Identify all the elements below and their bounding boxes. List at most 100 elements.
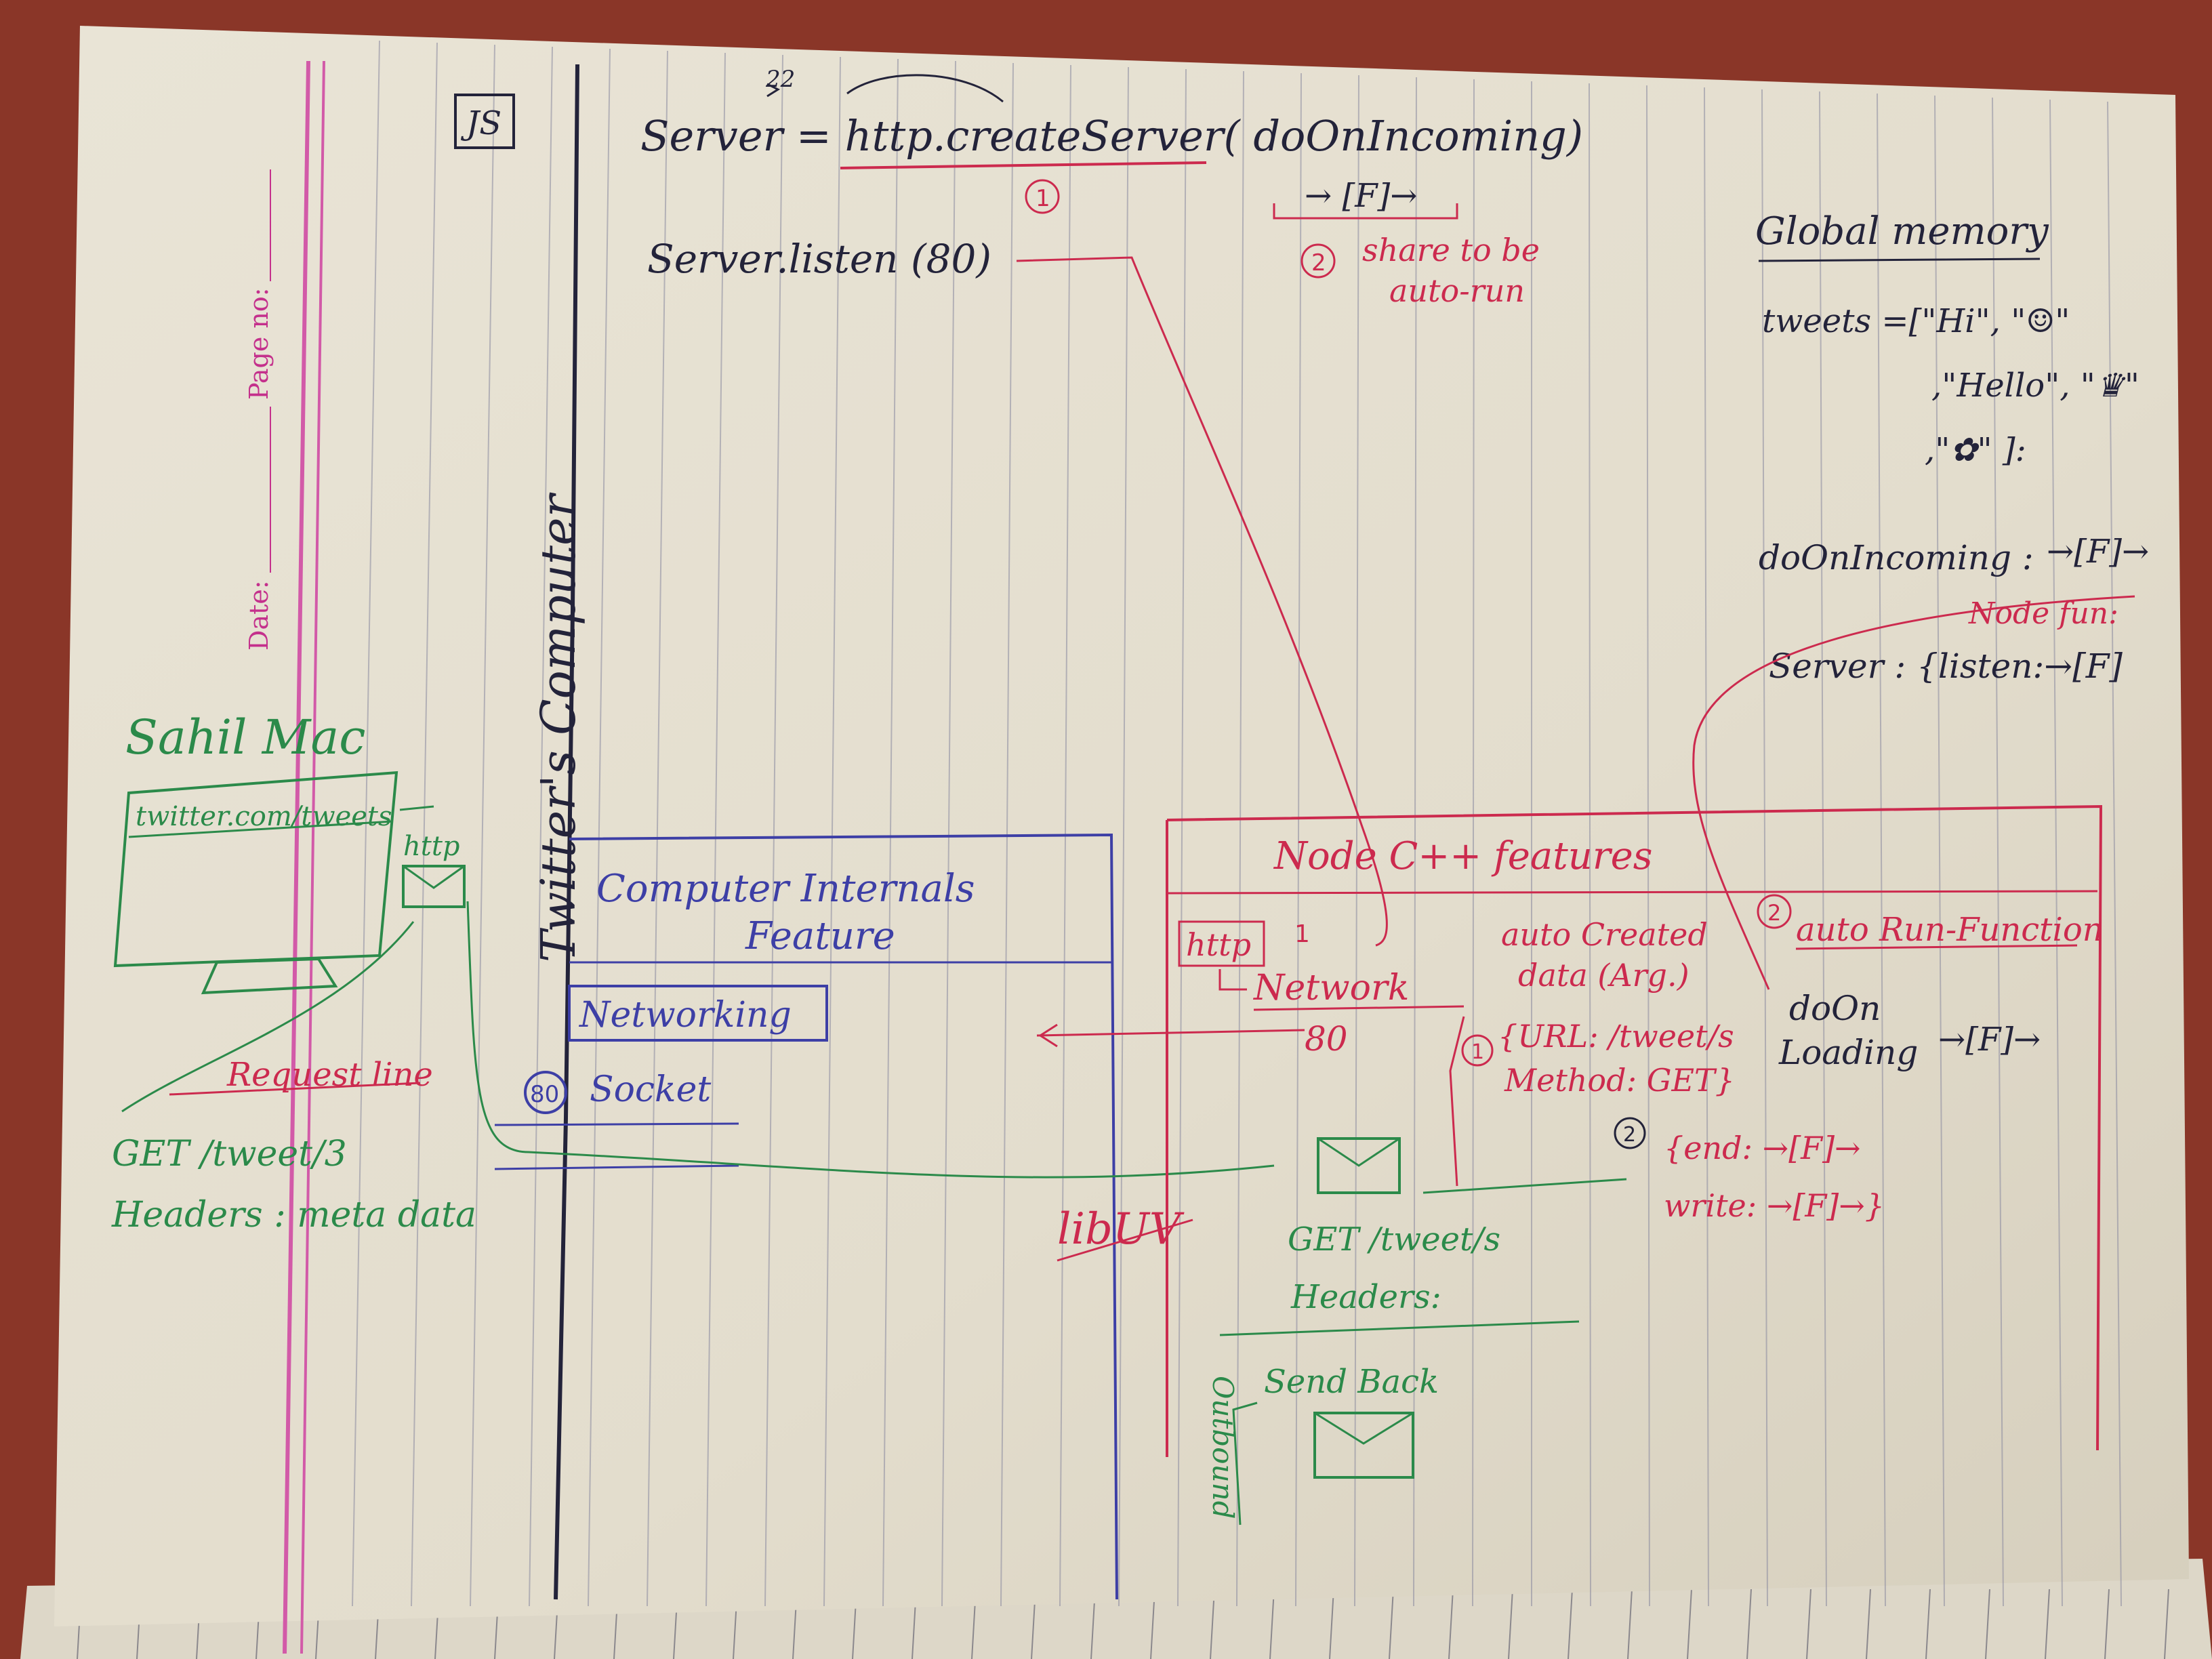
network-label: Network — [1252, 968, 1409, 1008]
ruled-line — [1177, 68, 1187, 1607]
client-title: Sahil Mac — [125, 710, 365, 765]
ruled-line — [411, 42, 438, 1607]
note-autorun: auto-run — [1389, 272, 1525, 309]
svg-text:Date:: Date: — [244, 580, 274, 651]
incoming-get: GET /tweet/s — [1288, 1221, 1500, 1258]
network-to-internals-arrow — [1036, 1029, 1305, 1037]
ruled-line — [1354, 75, 1359, 1607]
global-memory-title: Global memory — [1755, 209, 2049, 253]
svg-text:2: 2 — [1767, 900, 1781, 926]
create-server-underline — [840, 161, 1207, 169]
arg-method: Method: GET} — [1504, 1062, 1735, 1099]
listen-connector — [1016, 256, 1388, 947]
lower-ruled-line — [1866, 1589, 1871, 1659]
request-arrow — [121, 921, 415, 1113]
svg-text:Outbound: Outbound — [1206, 1376, 1240, 1519]
twitters-computer-label: Twitter's Computer — [531, 492, 586, 962]
server-listen-line: Server.listen (80) — [647, 236, 991, 282]
js-label: JS — [460, 104, 501, 142]
monitor-frame — [113, 771, 398, 968]
monitor-stand — [201, 957, 338, 995]
ruled-line — [2107, 101, 2122, 1607]
ruled-lines — [352, 40, 2122, 1607]
lower-ruled-line — [1210, 1589, 1215, 1659]
lower-ruled-line — [2045, 1589, 2050, 1659]
socket-label: Socket — [590, 1069, 711, 1110]
lower-ruled-line — [1389, 1589, 1394, 1659]
lower-ruled-line — [1329, 1589, 1334, 1659]
svg-text:http: http — [1186, 926, 1251, 963]
lower-ruled-line — [1925, 1589, 1931, 1659]
do-on-2: Loading — [1778, 1033, 1918, 1072]
client-http-label: http — [403, 831, 460, 862]
margin-line — [283, 60, 310, 1654]
internals-title-1: Computer Internals — [596, 867, 975, 911]
network-port: 80 — [1305, 1019, 1348, 1059]
tweets-line-3: ,"✿" ]: — [1925, 431, 2026, 469]
ruled-line — [470, 44, 495, 1607]
date-field: Date: — [244, 407, 274, 651]
ruled-line — [1819, 91, 1827, 1607]
ruled-line — [882, 58, 899, 1607]
step-1-circle — [1025, 179, 1060, 214]
paper-sheet — [54, 26, 2189, 1626]
ruled-line — [941, 60, 956, 1607]
internals-title-2: Feature — [745, 914, 895, 958]
tweets-line-1: tweets =["Hi", "☺" — [1762, 302, 2070, 340]
svg-text:Page no:: Page no: — [244, 287, 274, 400]
lower-ruled-line — [1568, 1589, 1573, 1659]
svg-text:2: 2 — [1311, 249, 1326, 276]
client-url: twitter.com/tweets — [136, 801, 392, 832]
svg-text:80: 80 — [530, 1081, 559, 1108]
ruled-line — [764, 54, 783, 1607]
create-server-line: Server = http.createServer( doOnIncoming… — [640, 111, 1583, 161]
libuv-label: libUV — [1057, 1204, 1185, 1254]
port-80-circle — [524, 1071, 567, 1114]
ruled-line — [1472, 79, 1475, 1607]
svg-text:Twitter's Computer: Twitter's Computer — [531, 492, 586, 962]
ruled-line — [1236, 70, 1244, 1607]
doonincoming-func: →[F]→ — [2047, 533, 2149, 571]
server-object: Server : {listen:→[F] — [1769, 647, 2123, 686]
twitter-computer-divider — [554, 64, 579, 1600]
client-envelope-icon — [402, 865, 466, 908]
lower-ruled-line — [1687, 1589, 1692, 1659]
ruled-line — [1118, 66, 1129, 1607]
reassign-arrow — [846, 74, 1004, 103]
ruled-line — [1877, 93, 1886, 1607]
svg-text:1: 1 — [1471, 1040, 1484, 1064]
ruled-line — [705, 52, 726, 1607]
func-box-1: → [F]→ — [1305, 177, 1417, 215]
incoming-headers: Headers: — [1290, 1278, 1441, 1316]
lower-ruled-line — [2164, 1589, 2169, 1659]
networking-label: Networking — [578, 995, 792, 1036]
auto-created-2: data (Arg.) — [1518, 957, 1689, 994]
lower-ruled-line — [1508, 1589, 1513, 1659]
lower-ruled-line — [1448, 1589, 1454, 1659]
ruled-line — [1934, 95, 1945, 1607]
ruled-line — [1704, 87, 1709, 1607]
ruled-line — [1761, 89, 1768, 1607]
outgoing-envelope-icon — [1313, 1412, 1414, 1479]
node-features-title: Node C++ features — [1273, 834, 1652, 878]
node-features-box — [1166, 804, 2103, 1451]
node-fun-label: Node fun: — [1968, 596, 2118, 631]
step-2-circle — [1300, 243, 1336, 279]
auto-created-1: auto Created — [1501, 916, 1708, 953]
lower-ruled-line — [1269, 1589, 1275, 1659]
lower-ruled-line — [1806, 1589, 1811, 1659]
incoming-request-arrow — [466, 901, 1275, 1179]
page-no-field: Page no: — [244, 169, 274, 400]
lower-ruled-line — [1627, 1589, 1633, 1659]
doonincoming-label: doOnIncoming : — [1759, 538, 2034, 577]
note-share: share to be — [1362, 232, 1540, 268]
num-22: 22 — [765, 66, 795, 93]
tweets-line-2: ,"Hello", "♛" — [1931, 367, 2139, 405]
send-obj-end: {end: →[F]→ — [1664, 1130, 1861, 1166]
ruled-line — [647, 50, 668, 1607]
ruled-line — [1646, 85, 1650, 1607]
ruled-line — [1589, 83, 1591, 1607]
ruled-line — [2049, 99, 2063, 1607]
svg-text:1: 1 — [1036, 185, 1050, 212]
ruled-line — [1992, 97, 2004, 1607]
